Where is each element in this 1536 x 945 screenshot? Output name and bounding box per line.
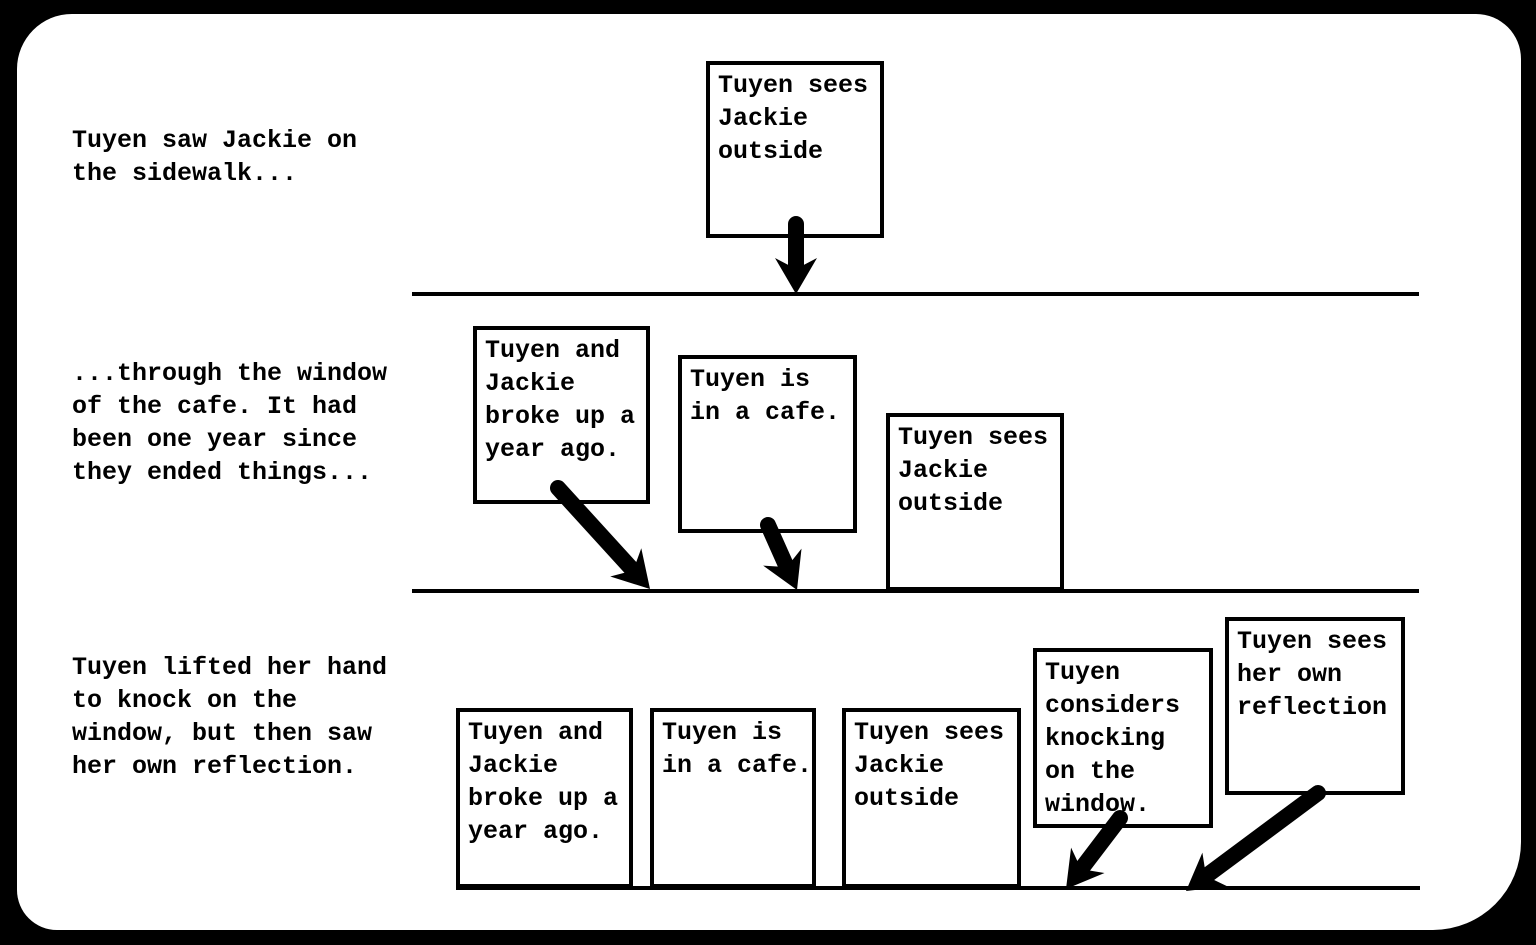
row-1-narrative-label: Tuyen saw Jackie on the sidewalk... [72, 126, 358, 188]
event-box: Tuyen and Jackie broke up a year ago. [473, 326, 650, 504]
event-box: Tuyen sees her own reflection [1225, 617, 1405, 795]
event-box: Tuyen sees Jackie outside [886, 413, 1064, 591]
event-box: Tuyen and Jackie broke up a year ago. [456, 708, 633, 888]
row-2-narrative-label: ...through the window of the cafe. It ha… [72, 359, 388, 487]
event-box: Tuyen sees Jackie outside [706, 61, 884, 238]
event-box: Tuyen is in a cafe. [678, 355, 857, 533]
row-3-narrative-label: Tuyen lifted her hand to knock on the wi… [72, 653, 388, 781]
event-box: Tuyen is in a cafe. [650, 708, 816, 888]
event-box: Tuyen sees Jackie outside [842, 708, 1021, 888]
event-box: Tuyen considers knocking on the window. [1033, 648, 1213, 828]
